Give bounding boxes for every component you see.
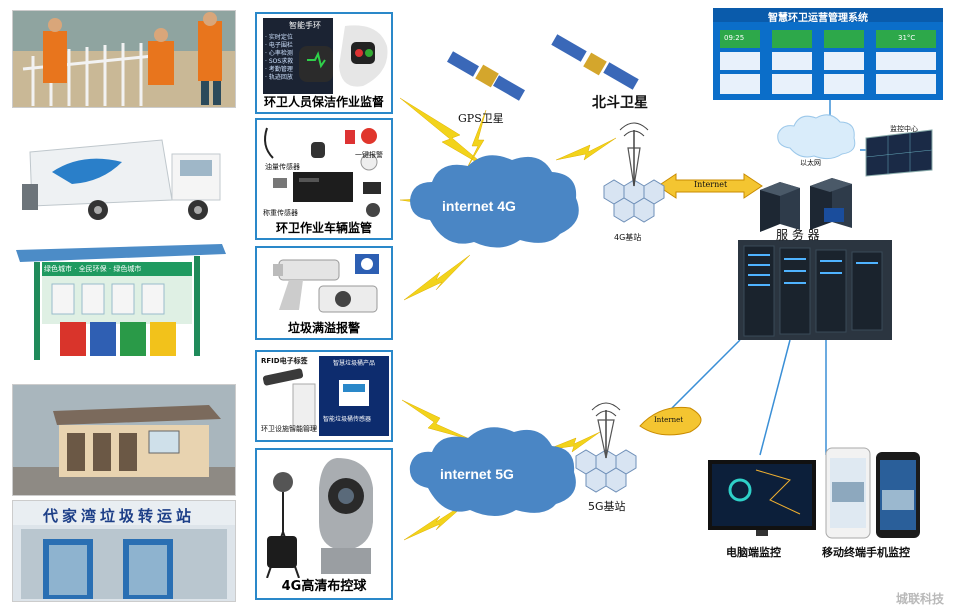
watch-feature-6: · 轨迹回放	[265, 74, 293, 81]
photo-street-cleaners	[12, 10, 236, 108]
server-room	[738, 240, 892, 340]
box-caption-vehicle: 环卫作业车辆监管	[275, 221, 372, 235]
internet-arrow-top	[657, 173, 763, 199]
server-right	[810, 178, 852, 230]
monitor-wall	[865, 129, 933, 177]
watermark: 城联科技	[896, 592, 945, 606]
monitor-center-label: 监控中心	[890, 125, 918, 133]
watch-feature-4: · SOS求救	[265, 58, 294, 65]
watch-feature-3: · 心率检测	[265, 50, 293, 57]
lightning-box4	[401, 399, 473, 441]
cloud-4g-label: internet 4G	[442, 198, 516, 214]
phone-black	[876, 452, 920, 538]
cloud-ethernet	[777, 114, 856, 160]
box-caption-camera: 4G高清布控球	[281, 579, 367, 594]
satellite-gps	[447, 51, 525, 101]
product-screen-title: 智慧垃圾桶产品	[333, 360, 376, 367]
ethernet-label: 以太网	[800, 159, 821, 167]
internet-label-bottom: Internet	[654, 416, 684, 424]
photo-trash-shelter: 绿色城市 · 全民环保 · 绿色城市	[12, 240, 234, 364]
lightning-box3	[403, 254, 471, 301]
dashboard-weather: 31°C	[898, 34, 916, 42]
dashboard-time: 09:25	[724, 34, 745, 42]
oil-sensor-label: 油量传感器	[265, 163, 300, 171]
tower-5g	[575, 402, 637, 493]
watch-feature-2: · 电子围栏	[265, 42, 293, 49]
shelter-banner: 绿色城市 · 全民环保 · 绿色城市	[44, 265, 142, 273]
satellite-beidou	[551, 34, 639, 90]
box-caption-worker: 环卫人员保洁作业监督	[263, 95, 384, 109]
station-sign: 代家湾垃圾转运站	[43, 507, 196, 525]
photo-public-toilet	[12, 384, 236, 496]
tower-4g	[603, 122, 665, 223]
watch-feature-5: · 考勤管理	[265, 66, 293, 73]
internet-arrow-bottom	[639, 406, 702, 436]
station-4g-label: 4G基站	[614, 233, 642, 242]
server-left	[760, 182, 800, 232]
box-worker-supervision: 智能手环 · 实时定位 · 电子围栏 · 心率检测 · SOS求救 · 考勤管理…	[255, 12, 393, 114]
watch-feature-list: · 实时定位 · 电子围栏 · 心率检测 · SOS求救 · 考勤管理 · 轨迹…	[265, 34, 293, 82]
alarm-button-label: 一键报警	[355, 151, 383, 159]
photo-transfer-station: 代家湾垃圾转运站	[12, 500, 236, 602]
gps-satellite-label: GPS卫星	[458, 112, 504, 125]
mobile-monitor-label: 移动终端手机监控	[822, 546, 910, 559]
rfid-tag-label: RFID电子标签	[261, 357, 308, 365]
watch-title: 智能手环	[289, 21, 321, 30]
lightning-beidou	[555, 137, 617, 161]
dashboard-title: 智慧环卫运营管理系统	[768, 13, 868, 24]
product-screen-subtitle: 智能垃圾桶传感器	[323, 416, 372, 423]
dashboard-screen	[713, 8, 943, 100]
box-caption-facility: 环卫设施智能管理	[261, 425, 317, 433]
box-trash-overflow: 垃圾满溢报警	[255, 246, 393, 340]
station-5g-label: 5G基站	[588, 500, 626, 513]
box-facility-management: RFID电子标签 智慧垃圾桶产品 智能垃圾桶传感器 环卫设施智能管理	[255, 350, 393, 442]
box-vehicle-supervision: 油量传感器 一键报警 称重传感器 环卫作业车辆监管	[255, 118, 393, 240]
photo-garbage-truck	[12, 122, 234, 222]
phone-white	[825, 447, 871, 539]
pc-monitor-label: 电脑端监控	[726, 546, 781, 559]
cloud-5g	[409, 427, 576, 516]
beidou-satellite-label: 北斗卫星	[592, 95, 648, 111]
box-hd-camera: 4G高清布控球	[255, 448, 393, 600]
watch-feature-1: · 实时定位	[265, 34, 293, 41]
cloud-4g	[410, 155, 579, 248]
internet-label-top: Internet	[694, 180, 728, 189]
server-label: 服 务 器	[776, 228, 820, 242]
pc-monitor	[708, 460, 816, 536]
weight-sensor-label: 称重传感器	[263, 209, 298, 217]
cloud-5g-label: internet 5G	[440, 466, 514, 482]
box-caption-trash: 垃圾满溢报警	[287, 321, 360, 335]
